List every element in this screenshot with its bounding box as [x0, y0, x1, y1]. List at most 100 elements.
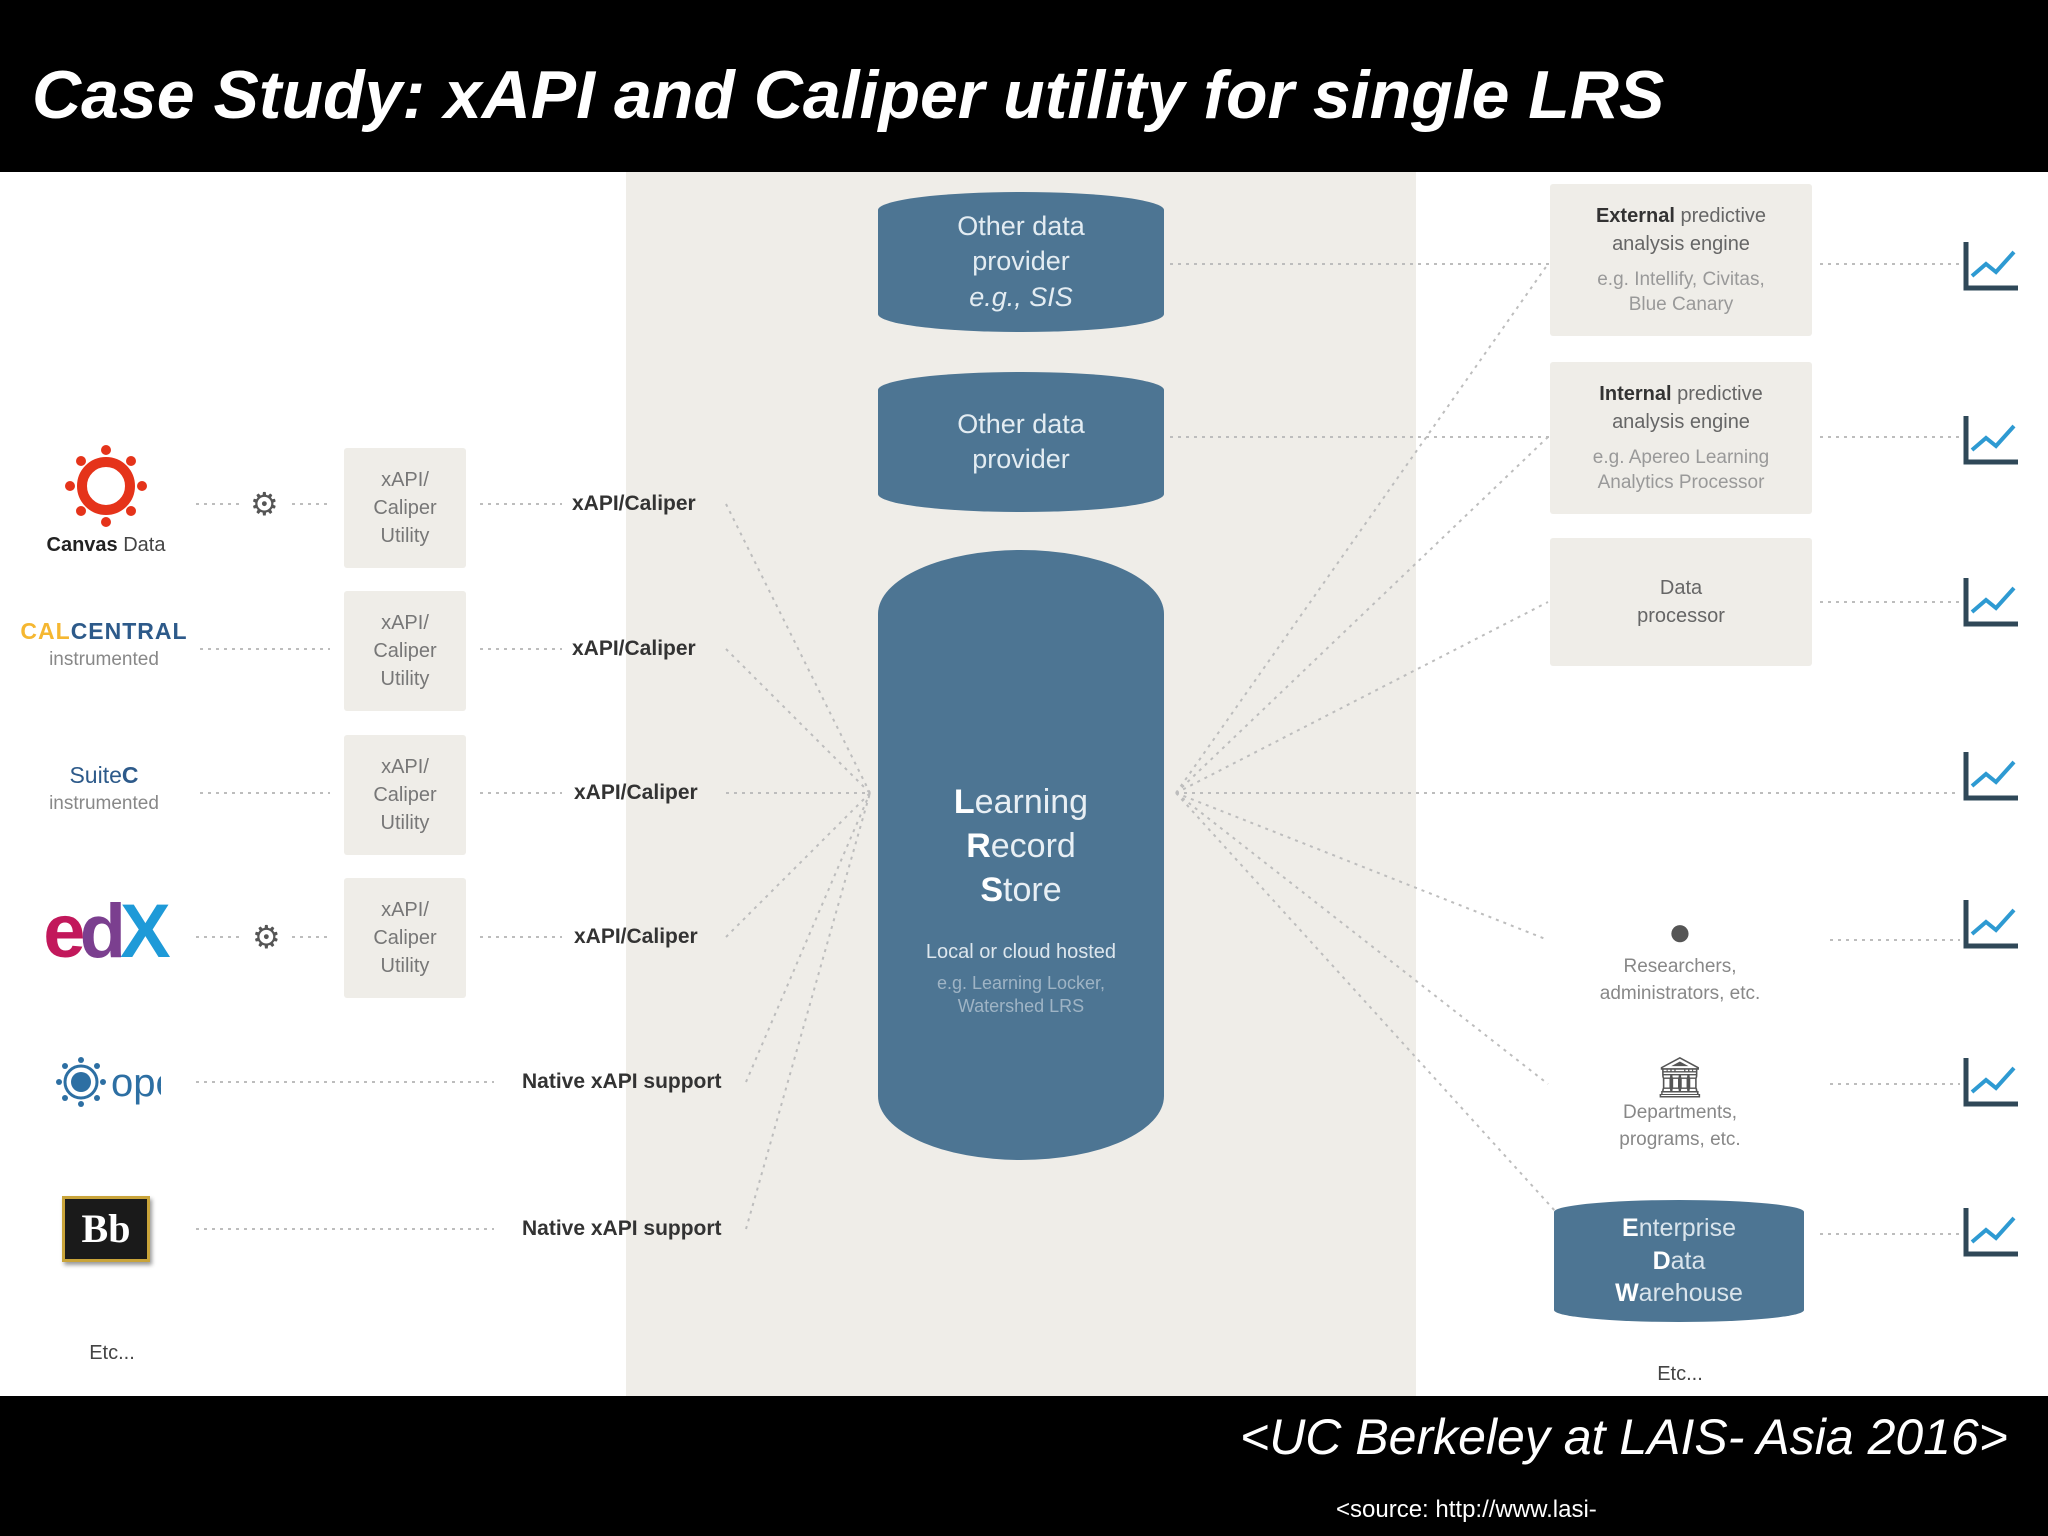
edx-logo: edX [14, 894, 194, 970]
line-chart-icon [1963, 752, 2018, 801]
calcentral-cal: CAL [20, 618, 71, 644]
external-example-1: e.g. Intellify, Civitas, [1597, 269, 1765, 291]
canvas-data-logo: Canvas Data [16, 444, 196, 557]
provider2-line-1: Other data [957, 408, 1085, 439]
slide-title: Case Study: xAPI and Caliper utility for… [32, 57, 1665, 133]
ope-logo: ope [16, 1052, 196, 1117]
connector-lines [196, 263, 1960, 1235]
calcentral-logo: CALCENTRAL instrumented [14, 618, 194, 671]
other-data-provider: Other data provider [878, 372, 1164, 512]
utility-line-3: Utility [380, 955, 430, 977]
line-chart-icon [1963, 416, 2018, 465]
edw-initial-d: D [1652, 1246, 1671, 1275]
utility-line-1: xAPI/ [381, 899, 429, 921]
internal-bold: Internal [1599, 383, 1672, 406]
lrs-word-1: earning [974, 783, 1089, 821]
internal-rest: predictive [1671, 383, 1763, 406]
provider1-line-1: Other data [957, 211, 1085, 242]
edw-initial-e: E [1622, 1214, 1639, 1243]
line-chart-icon [1963, 242, 2018, 291]
blackboard-logo: Bb [16, 1196, 196, 1262]
edw-word-3: arehouse [1638, 1279, 1743, 1308]
gear-icon: ⚙ [252, 919, 281, 955]
lrs-initial-r: R [966, 827, 991, 866]
internal-example-2: Analytics Processor [1597, 472, 1765, 493]
processor-line-1: Data [1659, 577, 1703, 599]
person-icon: ● [1667, 910, 1693, 954]
internal-predictive-engine: Internal predictive analysis engine e.g.… [1550, 362, 1812, 514]
line-chart-icon [1963, 1058, 2018, 1107]
lrs-initial-l: L [953, 783, 975, 821]
suitec-main: Suite [69, 762, 122, 788]
consumers-etc: Etc... [1657, 1363, 1703, 1385]
lrs-word-2: ecord [990, 827, 1076, 866]
data-processor: Data processor [1550, 538, 1812, 666]
departments-group: 🏛 Departments, programs, etc. [1570, 1056, 1790, 1153]
provider1-line-2: provider [972, 246, 1070, 277]
lrs-initial-s: S [980, 871, 1004, 910]
edw-initial-w: W [1615, 1279, 1639, 1308]
line-chart-icon [1963, 900, 2018, 949]
external-line-2: analysis engine [1612, 233, 1750, 256]
researchers-group: ● Researchers, administrators, etc. [1570, 910, 1790, 1007]
lrs-diagram: Canvas Data CALCENTRAL instrumented Suit… [0, 172, 2048, 1396]
provider2-line-2: provider [972, 444, 1070, 474]
utility-line-1: xAPI/ [381, 756, 429, 778]
canvas-label-rest: Data [117, 534, 166, 556]
edx-d: d [79, 889, 127, 974]
line-chart-icon [1963, 578, 2018, 627]
utility-line-1: xAPI/ [381, 612, 429, 634]
enterprise-data-warehouse: Enterprise Data Warehouse [1554, 1200, 1804, 1322]
bb-text: Bb [62, 1196, 150, 1262]
utility-line-2: Caliper [373, 640, 437, 662]
utility-line-3: Utility [380, 668, 430, 690]
lrs-word-3: tore [1003, 871, 1062, 910]
internal-example-1: e.g. Apereo Learning [1592, 447, 1770, 469]
utility-line-2: Caliper [373, 497, 437, 519]
external-bold: External [1595, 205, 1675, 228]
utility-line-2: Caliper [373, 927, 437, 949]
edx-e: e [43, 889, 85, 974]
slide-header: Case Study: xAPI and Caliper utility for… [0, 0, 2048, 172]
external-example-2: Blue Canary [1628, 294, 1734, 315]
lrs-example-1: e.g. Learning Locker, [936, 972, 1106, 993]
provider1-example: e.g., SIS [969, 281, 1073, 312]
suitec-logo: SuiteC instrumented [14, 762, 194, 815]
protocol-label: Native xAPI support [522, 1217, 722, 1240]
line-chart-icon [1963, 1208, 2018, 1257]
external-rest: predictive [1674, 205, 1767, 228]
edx-x: X [120, 889, 171, 974]
protocol-label: xAPI/Caliper [574, 925, 698, 948]
protocol-label: xAPI/Caliper [572, 492, 696, 515]
utility-line-3: Utility [380, 525, 430, 547]
gear-icon: ⚙ [250, 486, 279, 522]
calcentral-central: CENTRAL [70, 618, 188, 644]
other-data-provider-sis: Other data provider e.g., SIS [878, 192, 1164, 332]
utility-line-2: Caliper [373, 784, 437, 806]
researchers-line-1: Researchers, [1623, 956, 1737, 977]
external-predictive-engine: External predictive analysis engine e.g.… [1550, 184, 1812, 336]
utility-line-1: xAPI/ [381, 469, 429, 491]
departments-line-2: programs, etc. [1619, 1128, 1741, 1150]
lrs-hosted: Local or cloud hosted [925, 940, 1117, 963]
protocol-label: xAPI/Caliper [572, 637, 696, 660]
learning-record-store: Learning Record Store Local or cloud hos… [878, 550, 1164, 1160]
protocol-label: Native xAPI support [522, 1070, 722, 1093]
utility-line-3: Utility [380, 812, 430, 834]
canvas-icon [65, 445, 147, 527]
lrs-example-2: Watershed LRS [957, 995, 1085, 1016]
source-link: <source: http://www.lasi- [1336, 1496, 1597, 1523]
institution-icon: 🏛 [1654, 1056, 1706, 1100]
protocol-label: xAPI/Caliper [574, 781, 698, 804]
edw-word-2: ata [1670, 1246, 1706, 1275]
internal-line-2: analysis engine [1612, 411, 1750, 434]
edw-word-1: nterprise [1638, 1214, 1736, 1243]
processor-line-2: processor [1637, 605, 1725, 627]
citation: <UC Berkeley at LAIS- Asia 2016> [1240, 1409, 2008, 1465]
sources-etc: Etc... [89, 1342, 135, 1364]
researchers-line-2: administrators, etc. [1599, 982, 1761, 1004]
